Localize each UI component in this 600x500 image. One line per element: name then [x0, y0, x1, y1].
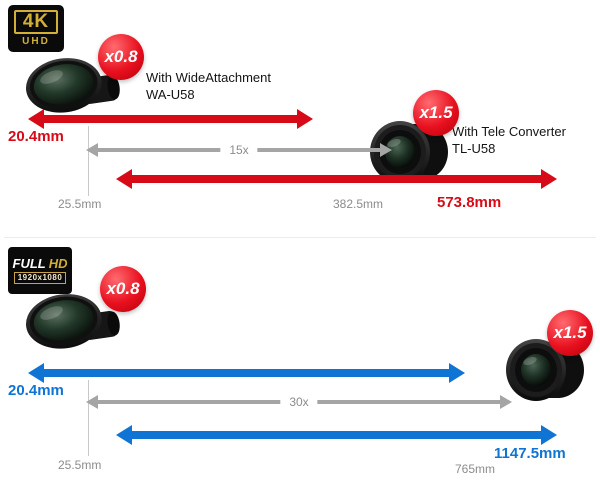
fhd-optical-zoom-arrow: 30x	[86, 395, 512, 409]
arrow-head-left	[86, 143, 98, 157]
arrow-head-left	[86, 395, 98, 409]
uhd-wide-focal-length: 20.4mm	[8, 128, 64, 145]
uhd-zoom-factor-label: 15x	[220, 143, 258, 157]
section-divider	[4, 237, 596, 238]
fhd-base-tele-focal: 765mm	[455, 462, 496, 476]
wide-magnification-badge: x0.8	[98, 34, 144, 80]
arrow-bar	[128, 431, 545, 439]
arrow-head-right	[449, 363, 465, 383]
tele-converter-name: With Tele Converter	[452, 124, 566, 139]
arrow-head-left	[116, 169, 132, 189]
4k-uhd-logo: 4K UHD	[8, 5, 64, 52]
arrow-head-right	[297, 109, 313, 129]
arrow-bar	[40, 115, 301, 123]
uhd-wide-range-arrow	[28, 109, 313, 129]
uhd-tele-focal-length: 573.8mm	[437, 194, 502, 211]
wide-magnification-badge: x0.8	[100, 266, 146, 312]
fhd-wide-range-arrow	[28, 363, 465, 383]
arrow-head-right	[541, 425, 557, 445]
arrow-head-left	[116, 425, 132, 445]
4k-logo-text: 4K	[13, 10, 59, 34]
wide-attachment-label: With WideAttachment WA-U58	[146, 70, 271, 104]
wide-base-guide-line	[88, 380, 89, 456]
wide-attachment-name: With WideAttachment	[146, 70, 271, 85]
tele-magnification-badge: x1.5	[547, 310, 593, 356]
arrow-bar	[128, 175, 545, 183]
wide-attachment-lens-image	[26, 294, 120, 349]
full-hd-logo-text: FULL HD	[13, 257, 68, 270]
uhd-tele-range-arrow	[116, 169, 557, 189]
arrow-head-right	[541, 169, 557, 189]
tele-converter-lens-image	[370, 121, 448, 183]
fhd-tele-range-arrow	[116, 425, 557, 445]
wide-base-guide-line	[88, 126, 89, 196]
arrow-head-right	[500, 395, 512, 409]
fhd-wide-focal-length: 20.4mm	[8, 382, 64, 399]
uhd-logo-text: UHD	[22, 35, 50, 47]
arrow-bar	[40, 369, 453, 377]
wide-attachment-lens-image	[26, 58, 120, 113]
uhd-optical-zoom-arrow: 15x	[86, 143, 392, 157]
fhd-zoom-factor-label: 30x	[280, 395, 318, 409]
tele-converter-label: With Tele Converter TL-U58	[452, 124, 566, 158]
uhd-base-tele-focal: 382.5mm	[333, 197, 384, 211]
full-hd-logo: FULL HD 1920x1080	[8, 247, 72, 294]
resolution-text: 1920x1080	[13, 271, 67, 285]
hd-text: HD	[48, 255, 68, 271]
arrow-head-right	[380, 143, 392, 157]
wide-attachment-model: WA-U58	[146, 86, 195, 102]
tele-magnification-badge: x1.5	[413, 90, 459, 136]
tele-converter-model: TL-U58	[452, 140, 496, 156]
arrow-head-left	[28, 109, 44, 129]
uhd-base-wide-focal: 25.5mm	[58, 197, 102, 211]
fhd-tele-focal-length: 1147.5mm	[494, 445, 566, 462]
arrow-head-left	[28, 363, 44, 383]
fhd-base-wide-focal: 25.5mm	[58, 458, 102, 472]
full-text: FULL	[12, 255, 46, 271]
